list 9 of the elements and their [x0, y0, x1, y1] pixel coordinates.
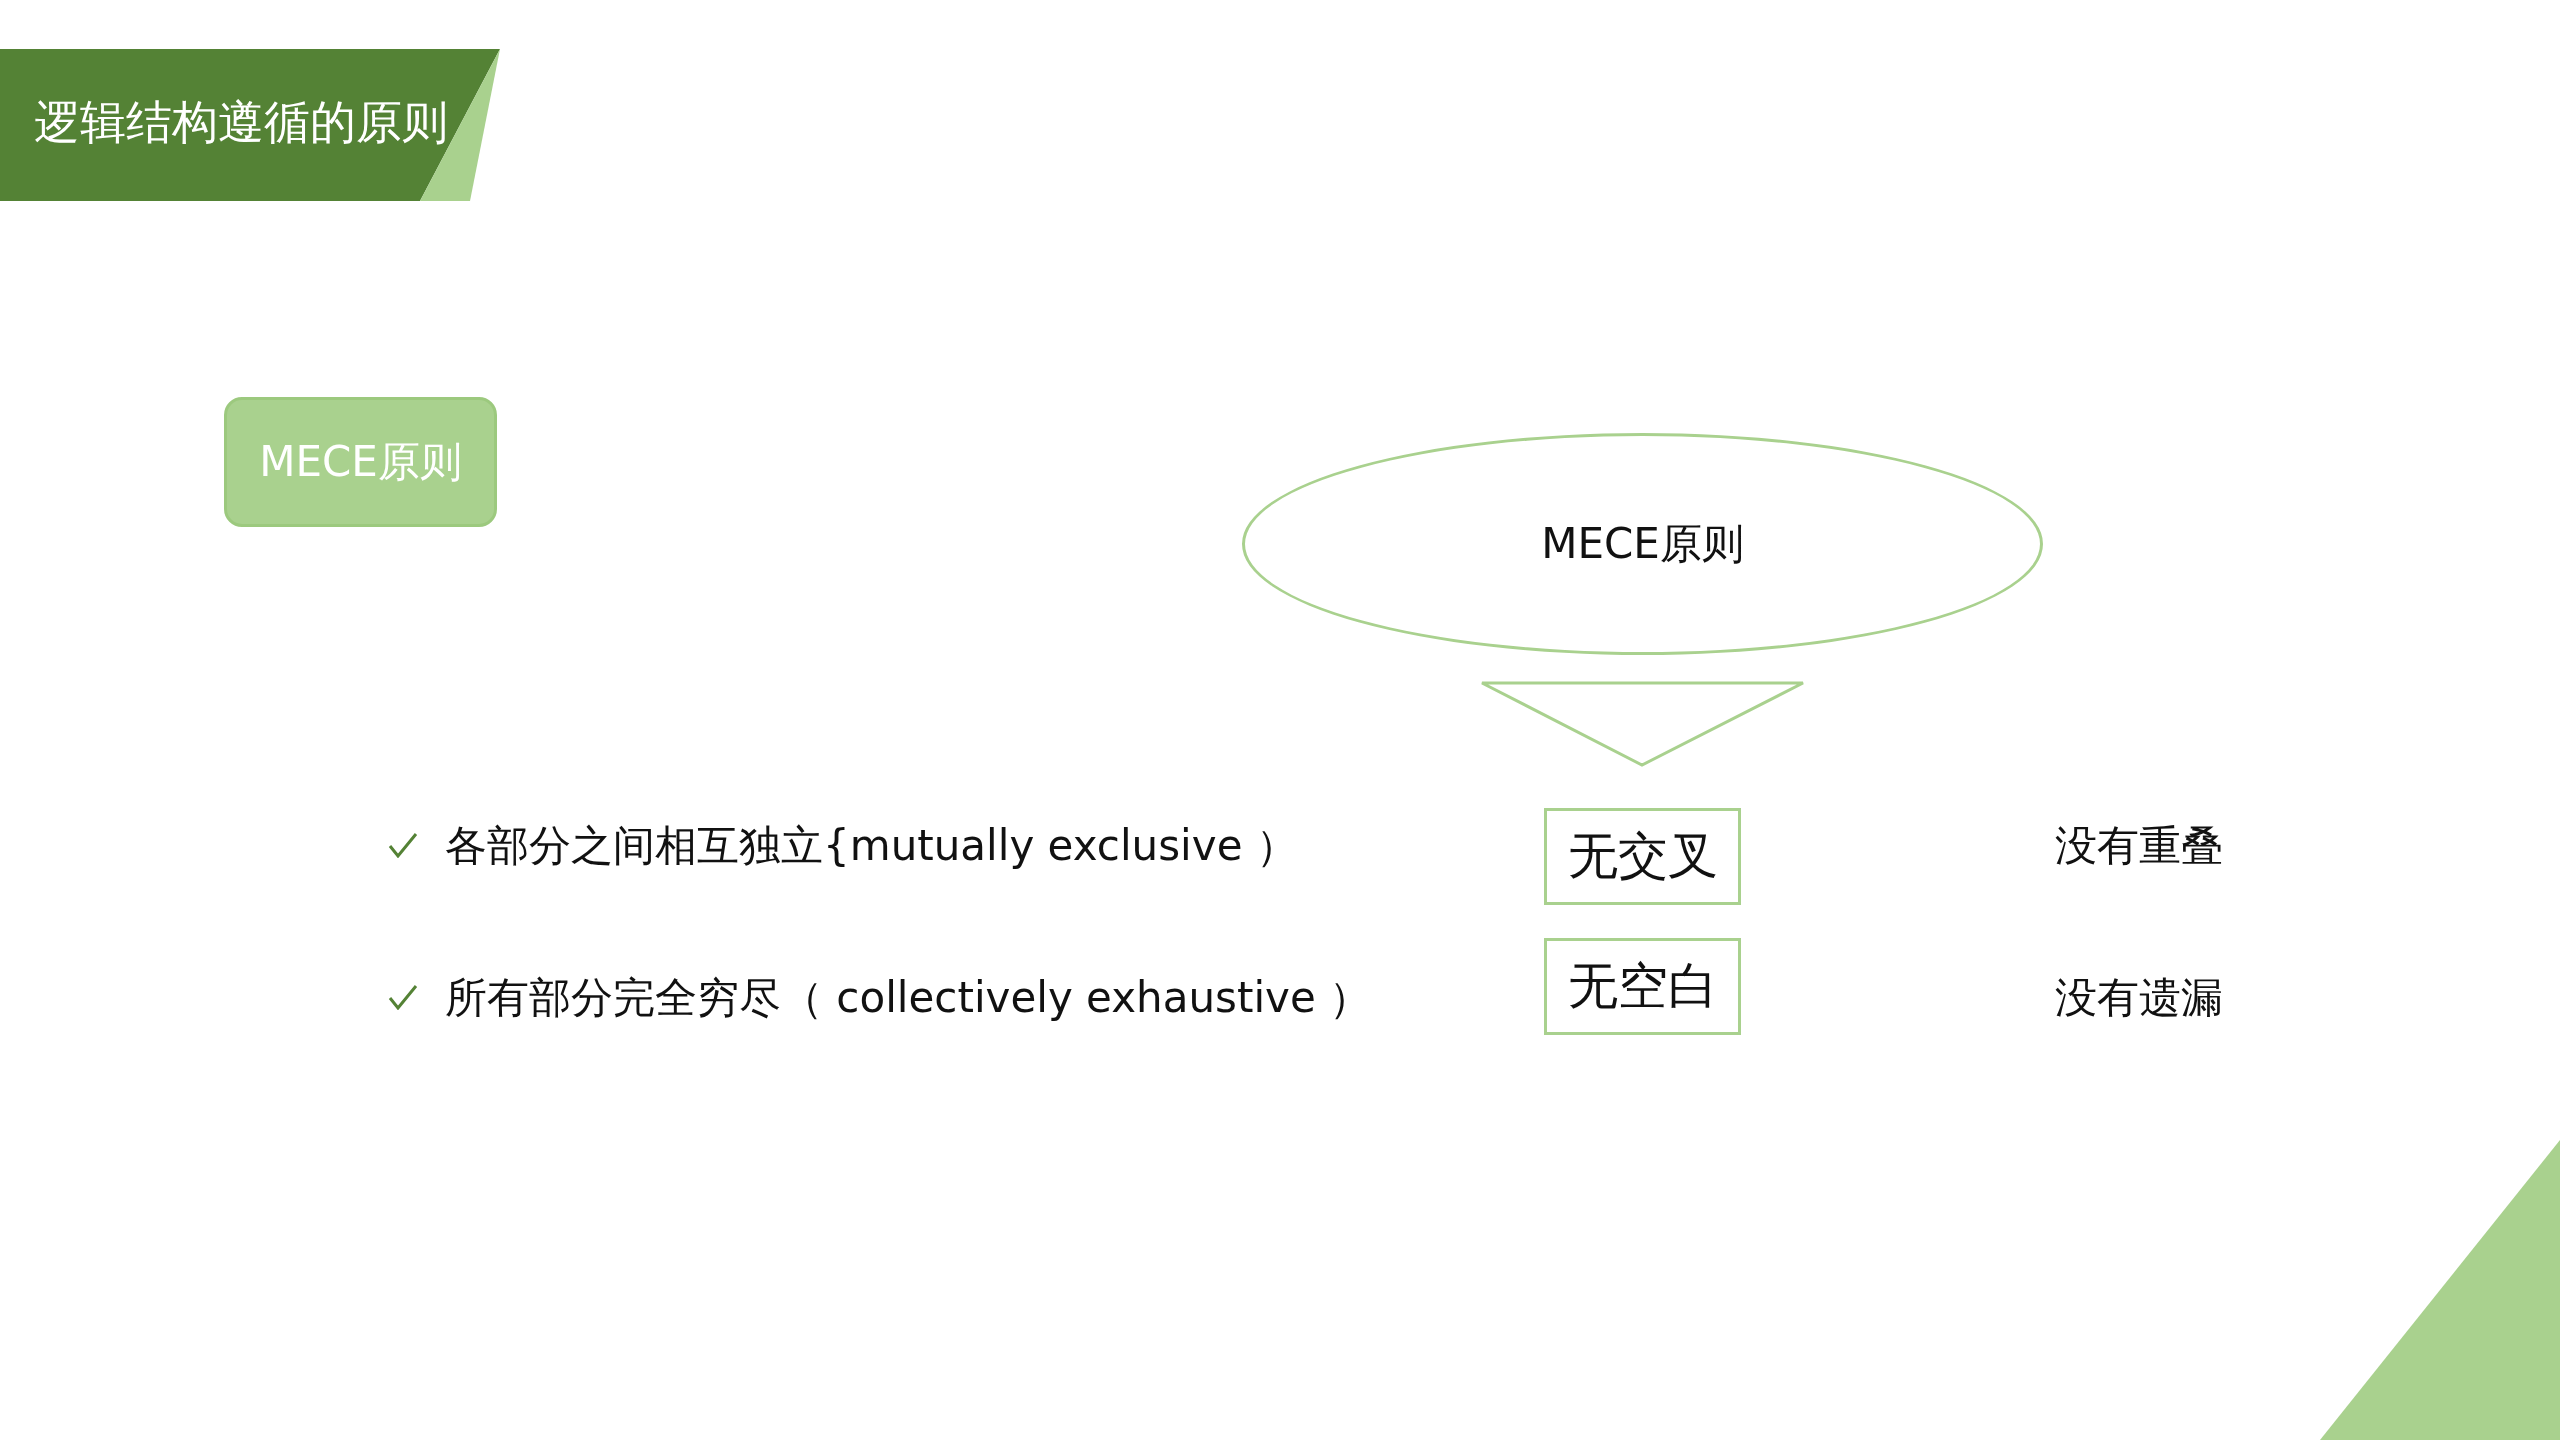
note-text: 没有重叠 [2055, 820, 2223, 872]
bullet-text: 所有部分完全穷尽（ collectively exhaustive ） [445, 972, 1372, 1024]
bullet-text: 各部分之间相互独立{mutually exclusive ） [445, 820, 1298, 872]
note-text: 没有遗漏 [2055, 972, 2223, 1024]
term-box: 无空白 [1544, 938, 1741, 1035]
principle-ellipse: MECE原则 [1242, 433, 2043, 655]
term-box: 无交叉 [1544, 808, 1741, 905]
title: 逻辑结构遵循的原则 [34, 94, 448, 151]
principle-badge: MECE原则 [224, 397, 497, 527]
